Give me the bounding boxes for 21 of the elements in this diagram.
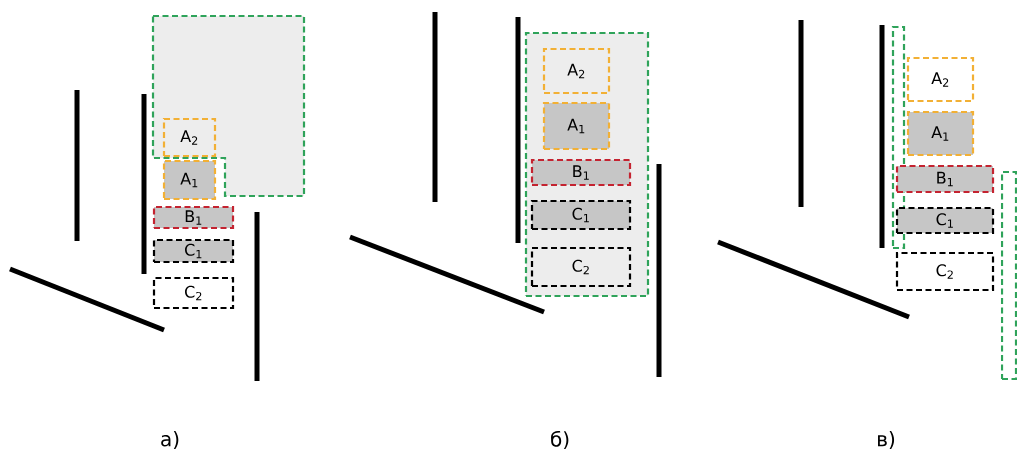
dashed-box: A$_{2}$	[906, 56, 975, 103]
dashed-box: C$_{2}$	[895, 251, 995, 292]
dashed-box: A$_{1}$	[906, 110, 975, 157]
dashed-box: C$_{1}$	[152, 238, 235, 264]
dashed-box: A$_{1}$	[542, 101, 611, 151]
dashed-box: C$_{2}$	[152, 276, 235, 310]
panel-label: а)	[161, 431, 179, 449]
dashed-box: C$_{1}$	[530, 199, 632, 231]
panel-label: б)	[551, 430, 569, 450]
panel-label: в)	[878, 431, 895, 449]
dashed-box: B$_{1}$	[152, 205, 235, 230]
dashed-box: C$_{2}$	[530, 246, 632, 288]
dashed-box: C$_{1}$	[895, 206, 995, 235]
dashed-box: B$_{1}$	[895, 164, 995, 194]
hatched-region	[1000, 170, 1017, 381]
hatched-region	[891, 25, 906, 250]
dashed-box: A$_{1}$	[162, 159, 217, 201]
dashed-box: A$_{2}$	[542, 47, 611, 95]
hatched-region	[151, 14, 306, 198]
dashed-box: A$_{2}$	[162, 117, 217, 158]
dashed-box: B$_{1}$	[530, 158, 632, 187]
